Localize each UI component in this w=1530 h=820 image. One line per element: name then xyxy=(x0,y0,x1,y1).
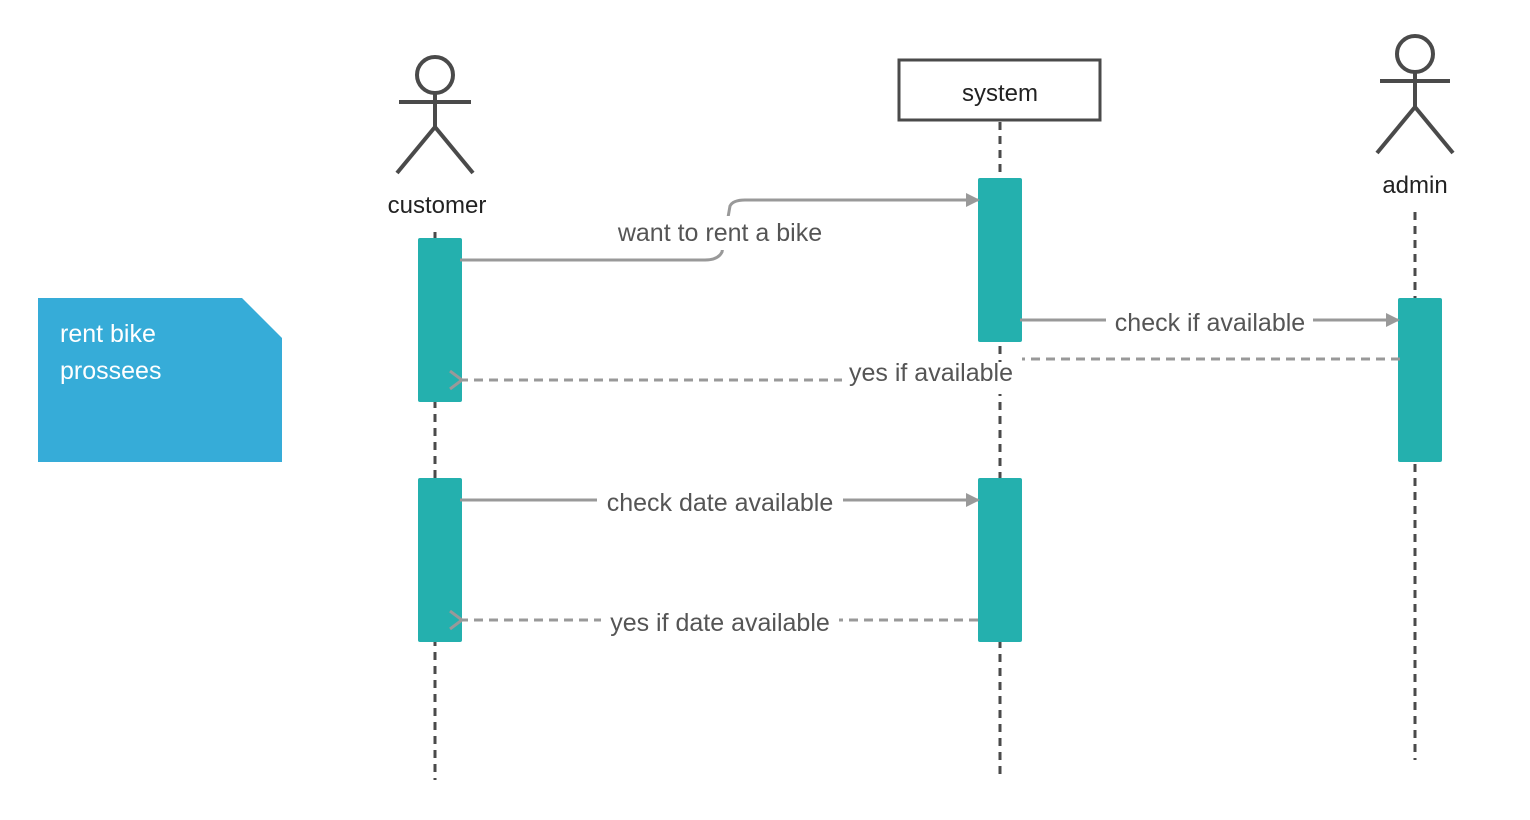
admin-actor-icon[interactable] xyxy=(1375,34,1455,155)
system-activation-1[interactable] xyxy=(978,178,1022,342)
message-label-yes-if-available: yes if available xyxy=(849,359,1013,387)
admin-label: admin xyxy=(1382,172,1447,199)
customer-actor-icon[interactable] xyxy=(395,55,475,175)
system-box[interactable] xyxy=(897,58,1102,122)
message-label-bg xyxy=(597,484,843,518)
message-label-bg xyxy=(607,216,833,250)
note-shape[interactable] xyxy=(38,298,282,462)
message-label-bg xyxy=(842,362,1020,394)
customer-activation-2[interactable] xyxy=(418,478,462,642)
note-line-2: prossees xyxy=(60,357,162,385)
message-label-bg xyxy=(1106,304,1313,338)
note-text: rent bike prossees xyxy=(60,316,260,390)
note-line-1: rent bike xyxy=(60,320,156,348)
message-label-check-if-available: check if available xyxy=(1115,309,1305,337)
system-activation-2[interactable] xyxy=(978,478,1022,642)
message-label-bg xyxy=(601,604,839,638)
message-label-check-date-available: check date available xyxy=(607,489,834,517)
customer-label: customer xyxy=(388,192,487,219)
message-label-yes-if-date-available: yes if date available xyxy=(610,609,830,637)
admin-activation-1[interactable] xyxy=(1398,298,1442,462)
customer-activation-1[interactable] xyxy=(418,238,462,402)
message-label-want-to-rent: want to rent a bike xyxy=(617,219,822,247)
system-label: system xyxy=(962,80,1038,107)
